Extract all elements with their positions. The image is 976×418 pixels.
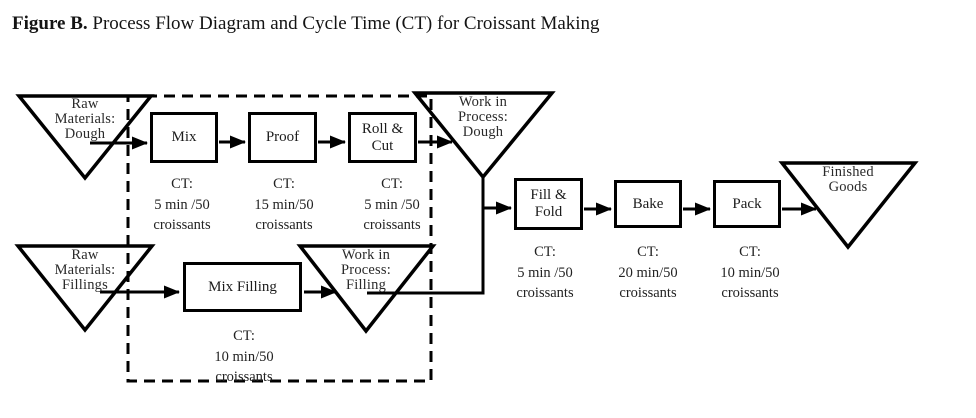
process-box-roll-cut: Roll & Cut <box>348 112 417 163</box>
connector-wip-junction <box>367 177 485 295</box>
process-box-mix-filling: Mix Filling <box>183 262 302 312</box>
ct-label-bake: CT: 20 min/50 croissants <box>618 244 678 301</box>
ct-label-pack: CT: 10 min/50 croissants <box>720 244 780 301</box>
dashed-boundary <box>126 94 433 383</box>
process-label-pack: Pack <box>732 195 762 212</box>
process-label-fill-fold: Fill & Fold <box>530 187 567 220</box>
ct-label-mix-filling: CT: 10 min/50 croissants <box>214 328 274 385</box>
inventory-label-finished-goods: Finished Goods <box>822 164 874 195</box>
inventory-label-work-in-process-filling: Work in Process: Filling <box>341 247 391 293</box>
caption-text: Process Flow Diagram and Cycle Time (CT)… <box>87 13 600 34</box>
process-box-mix: Mix <box>150 112 218 163</box>
ct-label-roll-cut: CT: 5 min /50 croissants <box>363 176 421 233</box>
ct-label-proof: CT: 15 min/50 croissants <box>254 176 314 233</box>
triangle-raw-materials-fillings <box>14 244 156 333</box>
figure-caption: Figure B. Process Flow Diagram and Cycle… <box>12 13 600 35</box>
process-box-bake: Bake <box>614 180 682 228</box>
triangle-raw-materials-dough <box>15 94 155 181</box>
ct-label-mix: CT: 5 min /50 croissants <box>153 176 211 233</box>
inventory-label-work-in-process-dough: Work in Process: Dough <box>458 94 508 140</box>
ct-label-fill-fold: CT: 5 min /50 croissants <box>516 244 574 301</box>
process-box-pack: Pack <box>713 180 781 228</box>
process-label-mix-filling: Mix Filling <box>208 278 277 295</box>
inventory-label-raw-materials-fillings: Raw Materials: Fillings <box>54 247 116 293</box>
process-label-roll-cut: Roll & Cut <box>361 120 404 154</box>
process-label-mix: Mix <box>171 129 197 145</box>
process-box-proof: Proof <box>248 112 317 163</box>
process-label-proof: Proof <box>265 129 300 145</box>
process-label-bake: Bake <box>632 195 664 212</box>
inventory-label-raw-materials-dough: Raw Materials: Dough <box>54 96 116 142</box>
triangle-work-in-process-dough <box>411 91 556 180</box>
figure-label: Figure B. <box>12 13 88 34</box>
process-box-fill-fold: Fill & Fold <box>514 178 583 230</box>
